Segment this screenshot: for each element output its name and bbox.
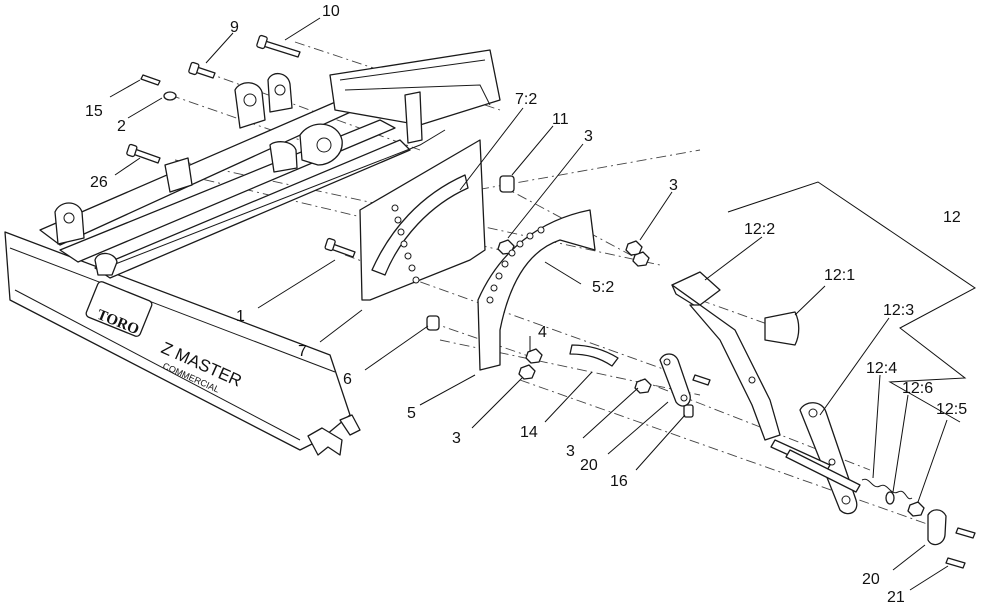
label-5-2: 5:2 — [592, 279, 614, 296]
label-15: 15 — [85, 103, 103, 120]
label-7-2: 7:2 — [515, 91, 537, 108]
label-16: 16 — [610, 473, 628, 490]
label-10: 10 — [322, 3, 340, 20]
callout-labels: 10 9 15 2 26 7:2 11 3 3 12 12:2 12:1 5:2… — [85, 3, 967, 606]
label-12-2: 12:2 — [744, 221, 775, 238]
pivot-plates — [359, 139, 596, 371]
label-20b: 20 — [862, 571, 880, 588]
assembly-12-bracket — [727, 181, 976, 423]
label-4: 4 — [538, 324, 547, 341]
label-5: 5 — [407, 405, 416, 422]
assembly-lines — [169, 41, 931, 526]
label-3c: 3 — [452, 430, 461, 447]
label-9: 9 — [230, 19, 239, 36]
label-26: 26 — [90, 174, 108, 191]
mower-frame: TORO Z MASTER COMMERCIAL — [4, 49, 501, 456]
label-2: 2 — [117, 118, 126, 135]
label-11: 11 — [552, 111, 569, 128]
fasteners — [126, 34, 976, 569]
label-7: 7 — [298, 343, 307, 360]
label-1: 1 — [236, 308, 245, 325]
label-12-6: 12:6 — [902, 380, 933, 397]
label-3b: 3 — [669, 177, 678, 194]
label-14: 14 — [520, 424, 538, 441]
label-12-3: 12:3 — [883, 302, 914, 319]
label-12-1: 12:1 — [824, 267, 855, 284]
label-6: 6 — [343, 371, 352, 388]
plate-5 — [477, 209, 596, 371]
pedal-assembly — [671, 271, 861, 515]
label-12: 12 — [943, 209, 961, 226]
label-12-4: 12:4 — [866, 360, 897, 377]
leader-lines — [109, 17, 949, 591]
label-20a: 20 — [580, 457, 598, 474]
label-12-5: 12:5 — [936, 401, 967, 418]
label-21: 21 — [887, 589, 905, 606]
label-3a: 3 — [584, 128, 593, 145]
label-3d: 3 — [566, 443, 575, 460]
